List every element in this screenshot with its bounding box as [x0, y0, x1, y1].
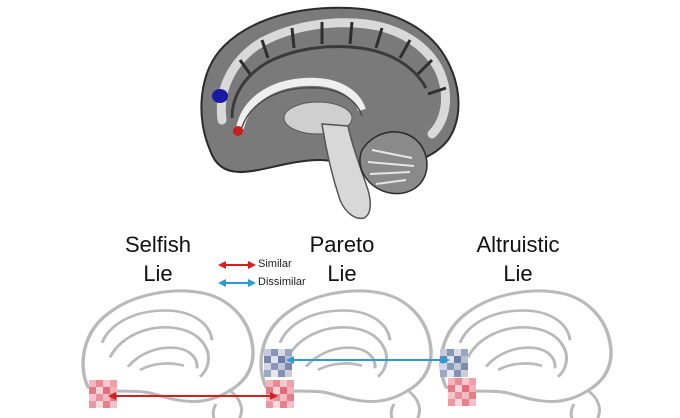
selfish-label-line1: Selfish [124, 232, 192, 257]
altruistic-label-line2: Lie [503, 261, 533, 286]
pareto-label-line1: Pareto [309, 232, 375, 257]
roi-red [233, 126, 243, 136]
legend-similar-label: Similar [258, 258, 292, 270]
pareto-lie-label: Pareto Lie [262, 230, 422, 288]
pareto-blue-pattern [264, 349, 292, 377]
altruistic-lie-label: Altruistic Lie [438, 230, 598, 288]
altruistic-red-pattern [448, 378, 476, 406]
altruistic-label-line1: Altruistic [476, 232, 560, 257]
roi-blue [212, 89, 228, 103]
pareto-red-pattern [266, 380, 294, 408]
sagittal-brain-mri-icon [200, 6, 460, 220]
legend-dissimilar-label: Dissimilar [258, 276, 306, 288]
selfish-label-line2: Lie [143, 261, 173, 286]
pareto-label-line2: Lie [327, 261, 357, 286]
selfish-red-pattern [89, 380, 117, 408]
altruistic-blue-pattern [440, 349, 468, 377]
selfish-lie-label: Selfish Lie [78, 230, 238, 288]
